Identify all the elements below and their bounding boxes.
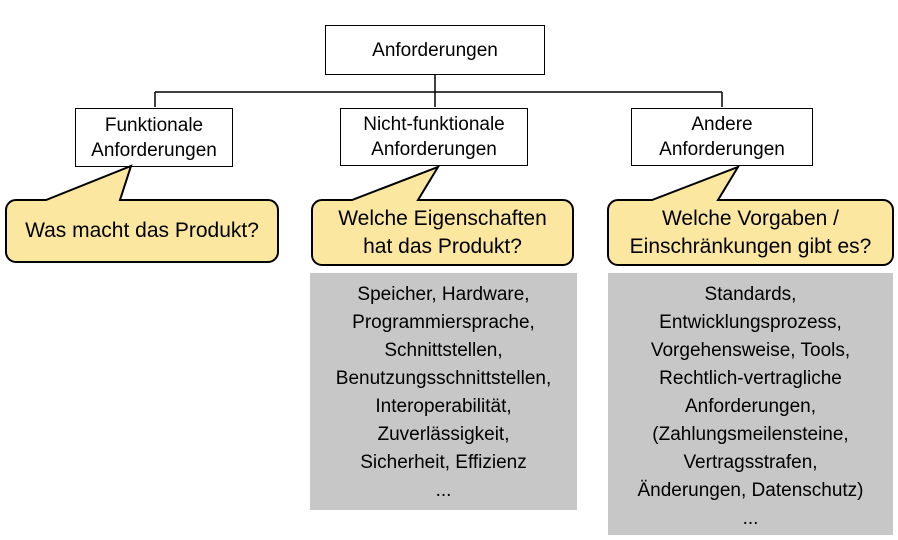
node-label-line: Nicht-funktionale: [363, 114, 505, 135]
detail-line: Benutzungsschnittstellen,: [335, 368, 552, 389]
callout-bubble-shape-2: [311, 165, 574, 266]
detail-line: ...: [742, 508, 759, 529]
node-label-line: Anforderungen: [91, 139, 217, 161]
callout-text-line: hat das Produkt?: [363, 234, 522, 258]
node-label-line: Andere: [691, 114, 753, 135]
callout-welche-vorgaben: Welche Vorgaben / Einschränkungen gibt e…: [608, 200, 893, 265]
node-label: Anforderungen: [372, 39, 498, 61]
detail-line: Programmiersprache,: [352, 312, 535, 333]
callout-bubble-shape-3: [607, 165, 894, 266]
detail-line: Anforderungen,: [685, 396, 816, 417]
detail-line: Entwicklungsprozess,: [659, 312, 842, 333]
callout-text-line: Was macht das Produkt?: [25, 219, 259, 242]
detail-line: ...: [435, 480, 452, 501]
detail-line: Sicherheit, Effizienz: [360, 452, 527, 473]
callout-welche-eigenschaften: Welche Eigenschaften hat das Produkt?: [312, 200, 573, 265]
node-label-line: Funktionale: [104, 114, 204, 136]
node-label-line: Anforderungen: [659, 139, 785, 160]
callout-bubble-shape-1: [5, 164, 279, 263]
callout-text-line: Welche Vorgaben /: [661, 206, 840, 230]
node-label-line: Anforderungen: [371, 139, 497, 160]
node-anforderungen: Anforderungen: [325, 25, 545, 75]
callout-text-line: Einschränkungen gibt es?: [629, 234, 872, 258]
callout-text-line: Welche Eigenschaften: [338, 206, 547, 230]
detail-line: Zuverlässigkeit,: [377, 424, 510, 445]
detail-line: Vertragsstrafen,: [683, 452, 818, 473]
detail-box-andere: Standards, Entwicklungsprozess, Vorgehen…: [608, 273, 893, 535]
detail-line: Interoperabilität,: [375, 396, 512, 417]
node-andere-anforderungen: Andere Anforderungen: [631, 108, 813, 166]
detail-line: Vorgehensweise, Tools,: [650, 340, 851, 361]
detail-line: Standards,: [704, 284, 797, 305]
detail-line: Rechtlich-vertragliche: [659, 368, 842, 389]
node-funktionale-anforderungen: Funktionale Anforderungen: [75, 108, 233, 167]
tree-connector-lines: [154, 75, 723, 107]
node-nicht-funktionale-anforderungen: Nicht-funktionale Anforderungen: [340, 108, 528, 166]
detail-line: (Zahlungsmeilensteine,: [652, 424, 849, 445]
detail-line: Schnittstellen,: [384, 340, 503, 361]
detail-line: Speicher, Hardware,: [357, 284, 530, 305]
detail-line: Änderungen, Datenschutz): [637, 480, 864, 501]
detail-box-nicht-funktionale: Speicher, Hardware, Programmiersprache, …: [310, 273, 577, 510]
callout-was-macht-das-produkt: Was macht das Produkt?: [6, 200, 278, 262]
